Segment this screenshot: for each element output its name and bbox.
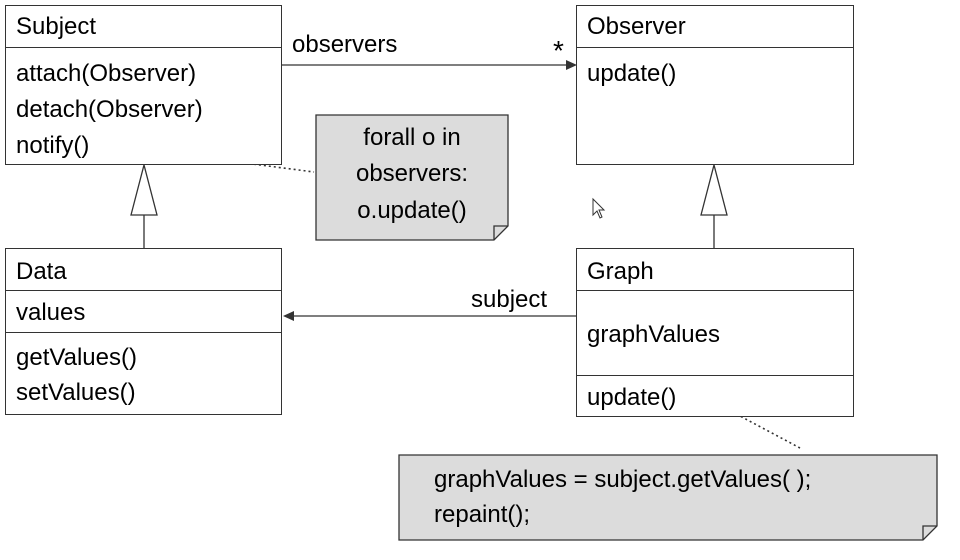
subject-method-attach: attach(Observer) [16, 60, 197, 87]
graph-attributes-compartment: graphValues [577, 290, 853, 376]
graph-class-name: Graph [587, 258, 654, 285]
graph-class[interactable]: Graph graphValues update() [576, 248, 854, 417]
notify-note-shape [315, 114, 509, 241]
observers-arrowhead [566, 60, 577, 70]
update-note-shape [398, 454, 938, 541]
data-attributes-compartment: values [6, 290, 281, 333]
data-attribute-values: values [16, 299, 86, 326]
data-class[interactable]: Data values getValues() setValues() [5, 248, 282, 415]
observers-multiplicity: * [553, 35, 564, 66]
data-method-getvalues: getValues() [16, 344, 137, 371]
subject-class[interactable]: Subject attach(Observer) detach(Observer… [5, 5, 282, 165]
subject-method-detach: detach(Observer) [16, 96, 203, 123]
notify-note-line-1: forall o in [363, 124, 461, 151]
data-class-name: Data [16, 258, 67, 285]
subject-arrowhead [283, 311, 294, 321]
update-note-line-1: graphValues = subject.getValues( ); [434, 466, 812, 493]
graph-method-update: update() [587, 384, 677, 411]
observer-class-name: Observer [587, 13, 686, 40]
observer-methods-compartment: update() [577, 47, 853, 164]
graph-attribute-graphvalues: graphValues [587, 321, 720, 348]
data-methods-compartment: getValues() setValues() [6, 332, 281, 414]
notify-note-line-2: observers: [355, 160, 469, 187]
update-note-line-2: repaint(); [434, 501, 531, 528]
graph-generalization-triangle [700, 162, 728, 216]
subject-association-label: subject [471, 286, 548, 313]
subject-method-notify: notify() [16, 132, 90, 159]
observer-name-compartment: Observer [577, 6, 853, 48]
notify-note-fold [493, 225, 508, 240]
data-generalization-triangle [130, 162, 158, 216]
mouse-cursor-icon [592, 197, 606, 219]
update-note-fold [922, 525, 937, 540]
observer-class[interactable]: Observer update() [576, 5, 854, 165]
notify-note-line-3: o.update() [357, 197, 467, 224]
subject-class-name: Subject [16, 13, 97, 40]
observer-method-update: update() [587, 60, 677, 87]
data-method-setvalues: setValues() [16, 379, 136, 406]
observers-association-label: observers [292, 31, 398, 58]
subject-name-compartment: Subject [6, 6, 281, 48]
graph-methods-compartment: update() [577, 375, 853, 416]
graph-name-compartment: Graph [577, 249, 853, 291]
subject-methods-compartment: attach(Observer) detach(Observer) notify… [6, 47, 281, 164]
data-name-compartment: Data [6, 249, 281, 291]
